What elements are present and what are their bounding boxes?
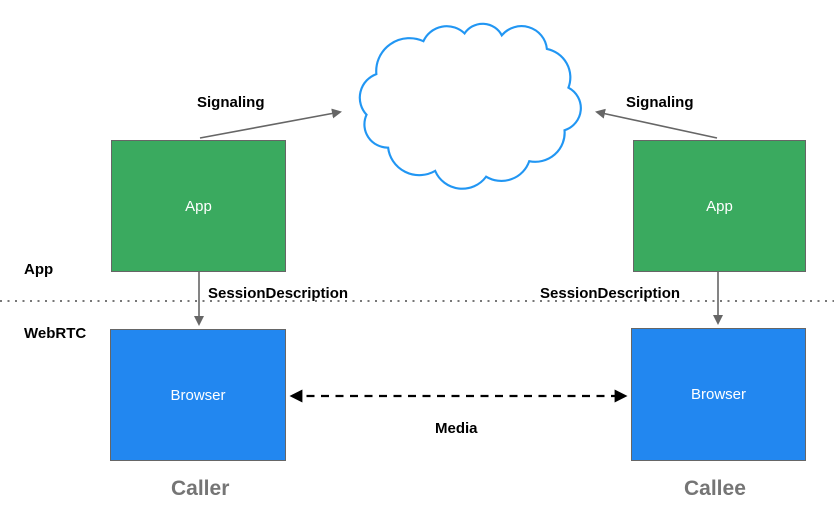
caller-browser-box: Browser <box>110 329 286 461</box>
cloud-icon <box>358 22 582 190</box>
callee-app-box: App <box>633 140 806 272</box>
caller-label: Caller <box>171 477 230 500</box>
section-label-webrtc: WebRTC <box>24 325 87 342</box>
media-label: Media <box>435 420 478 437</box>
caller-app-label: App <box>185 197 212 215</box>
caller-app-box: App <box>111 140 286 272</box>
session-description-label-left: SessionDescription <box>208 285 349 302</box>
section-label-app: App <box>24 261 54 278</box>
callee-label: Callee <box>684 477 746 500</box>
signaling-label-left: Signaling <box>197 94 265 111</box>
callee-browser-box: Browser <box>631 328 806 461</box>
caller-browser-label: Browser <box>170 386 226 404</box>
signaling-label-right: Signaling <box>626 94 694 111</box>
signaling-arrow-right <box>595 108 718 139</box>
callee-browser-label: Browser <box>690 386 746 403</box>
callee-app-label: App <box>706 197 733 215</box>
signaling-arrow-left <box>199 108 342 139</box>
session-description-label-right: SessionDescription <box>540 285 681 302</box>
